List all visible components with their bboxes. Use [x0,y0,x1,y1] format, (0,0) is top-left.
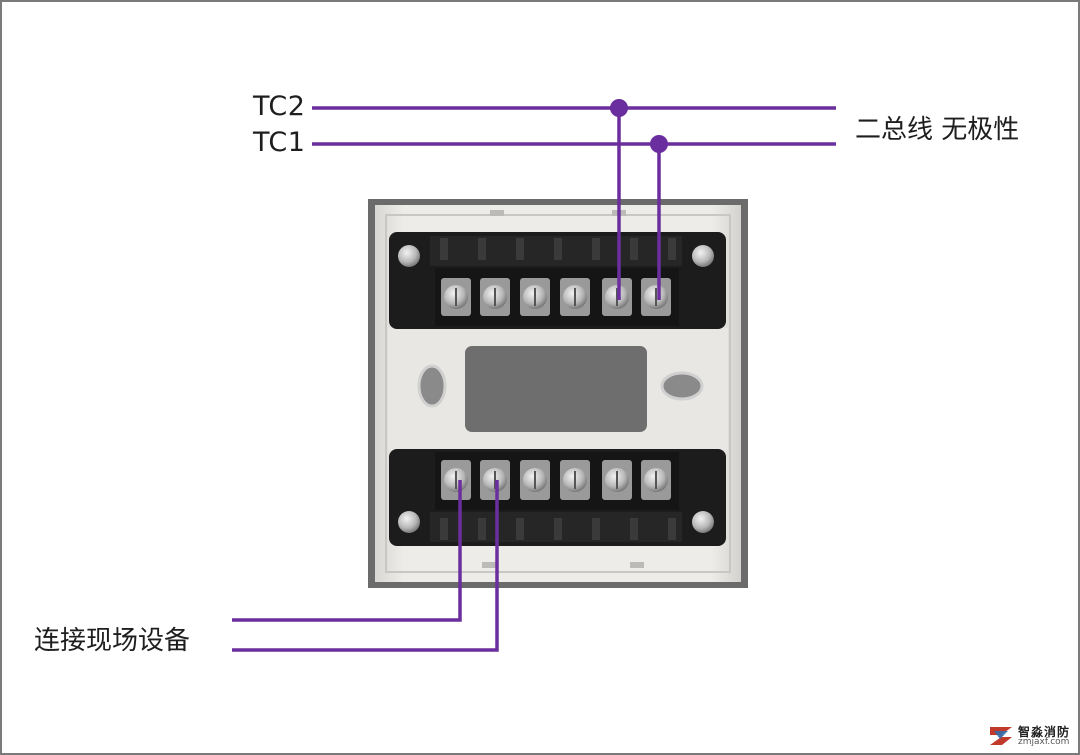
bottom-terminal-teeth [440,518,676,540]
terminal-screw-b6 [641,460,671,500]
top-terminal-teeth [440,238,676,260]
watermark: 智淼消防 zmjaxf.com [988,725,1070,747]
field-wires [232,480,499,652]
top-terminal-block [389,232,726,329]
tc2-label: TC2 [253,91,306,122]
terminal-screw-t4 [560,278,590,316]
display-window [465,346,647,432]
left-mount-slot [417,364,447,408]
field-device-label: 连接现场设备 [34,626,191,656]
bus-wires [312,106,836,300]
terminal-screw-t1 [441,278,471,316]
bottom-terminal-block [389,449,726,546]
bottom-right-mount-screw [692,511,714,533]
terminal-screw-b3 [520,460,550,500]
terminal-screw-b5 [602,460,632,500]
top-terminal-screws [441,278,671,316]
top-rim-tab-left [490,210,504,216]
bottom-left-mount-screw [398,511,420,533]
terminal-screw-t5 [602,278,632,316]
terminal-screw-b2 [480,460,510,500]
field-wire-2 [232,480,499,652]
terminal-screw-t6 [641,278,671,316]
device-inner-rim [385,214,731,573]
bottom-terminal-screws [441,460,671,500]
bottom-rim-tab-left [482,562,496,568]
module-device [368,199,748,588]
tc2-junction-dot [610,99,628,117]
tc1-junction-dot [650,135,668,153]
field-wire-1 [232,480,462,622]
bus-label: 二总线 无极性 [855,115,1020,145]
terminal-screw-b4 [560,460,590,500]
tc1-label: TC1 [253,127,306,158]
watermark-url: zmjaxf.com [1017,736,1070,747]
terminal-screw-b1 [441,460,471,500]
terminal-screw-t2 [480,278,510,316]
terminal-screw-t3 [520,278,550,316]
watermark-name: 智淼消防 [1017,724,1070,739]
bottom-rim-tab-right [630,562,644,568]
right-mount-slot [660,371,704,401]
top-right-mount-screw [692,245,714,267]
zm-logo-icon [989,727,1012,745]
top-left-mount-screw [398,245,420,267]
